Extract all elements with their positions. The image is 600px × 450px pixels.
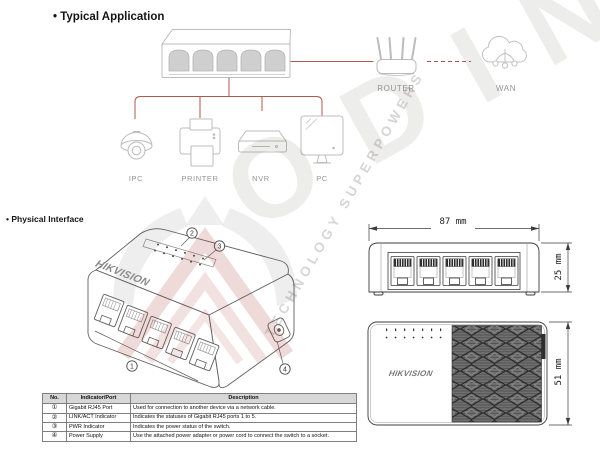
led-indicators bbox=[154, 243, 204, 266]
front-view-drawing bbox=[368, 224, 572, 296]
wan-cloud-icon bbox=[481, 35, 527, 69]
callout-4-label: 4 bbox=[283, 366, 287, 373]
grip-texture bbox=[451, 325, 542, 423]
switch-ports bbox=[168, 49, 286, 72]
dim-width-lines bbox=[368, 224, 540, 241]
led-strip bbox=[142, 238, 217, 268]
top-view-drawing bbox=[367, 321, 572, 426]
callout-2: 2 bbox=[186, 227, 198, 239]
front-view-jacks bbox=[390, 256, 519, 286]
ipc-camera-icon bbox=[120, 131, 153, 160]
pc-icon bbox=[300, 115, 344, 164]
printer-icon bbox=[179, 118, 221, 167]
top-view-led-labels bbox=[385, 328, 442, 339]
callout-1: 1 bbox=[126, 360, 138, 372]
callout-leaders bbox=[94, 237, 284, 382]
topology-diagram bbox=[120, 29, 527, 167]
callout-3-label: 3 bbox=[218, 243, 222, 250]
callout-1-label: 1 bbox=[130, 363, 134, 370]
connection-lines bbox=[134, 61, 471, 119]
callout-2-label: 2 bbox=[190, 230, 194, 237]
dim-height-lines bbox=[541, 242, 572, 293]
isometric-switch: 1 2 3 4 bbox=[87, 227, 295, 389]
switch-top-face bbox=[161, 29, 292, 45]
switch-illustration bbox=[161, 29, 292, 78]
iso-right-face bbox=[208, 273, 295, 389]
callout-3: 3 bbox=[213, 240, 226, 252]
power-port bbox=[267, 317, 291, 343]
bus-line bbox=[134, 96, 323, 119]
nvr-icon bbox=[238, 130, 287, 153]
dim-depth-lines bbox=[549, 321, 572, 426]
callout-4: 4 bbox=[279, 363, 291, 375]
router-icon bbox=[376, 37, 417, 76]
